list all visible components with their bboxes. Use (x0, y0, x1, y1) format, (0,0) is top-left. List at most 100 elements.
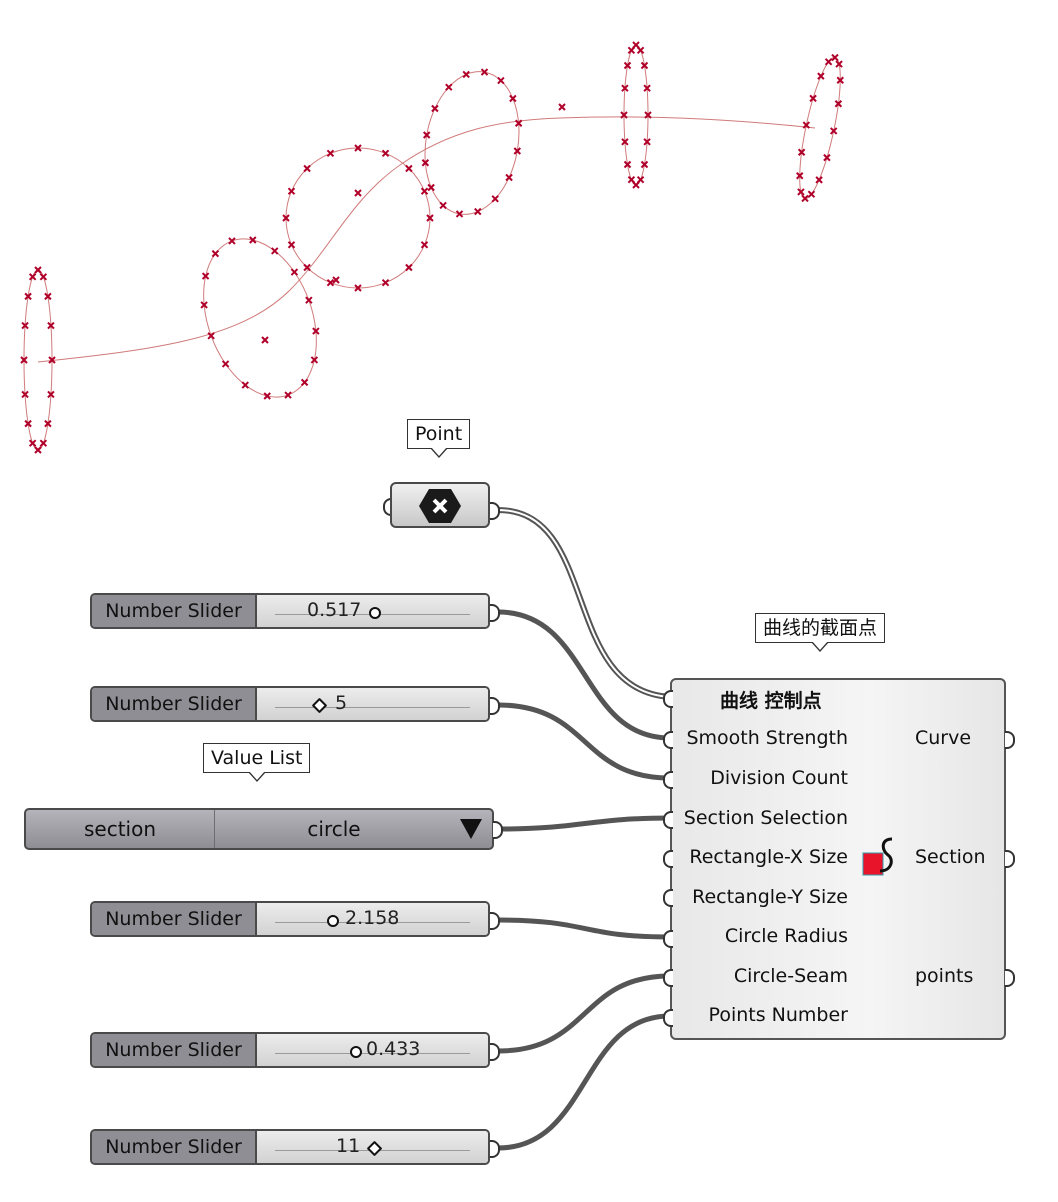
point-marker (431, 104, 439, 113)
point-marker (249, 236, 257, 244)
point-marker (439, 201, 447, 210)
point-marker (815, 176, 823, 184)
number-slider-2[interactable]: Number Slider 5 (90, 686, 490, 722)
point-marker (426, 214, 434, 222)
component-output-grip[interactable] (1005, 731, 1015, 749)
point-marker (462, 70, 470, 79)
slider-track[interactable]: 11 (257, 1131, 488, 1163)
slider-value: 0.517 (307, 599, 362, 621)
slider-knob[interactable] (369, 607, 381, 619)
point-marker (405, 263, 413, 272)
output-curve[interactable]: Curve (915, 727, 972, 749)
slider-output-grip[interactable] (490, 697, 500, 715)
point-marker (24, 292, 32, 301)
component-input-grip[interactable] (663, 1009, 673, 1027)
component-input-grip[interactable] (663, 811, 673, 829)
input-rectangle-y-size[interactable]: Rectangle-Y Size (692, 886, 848, 908)
number-slider-5[interactable]: Number Slider 11 (90, 1129, 490, 1165)
input-rectangle-x-size[interactable]: Rectangle-X Size (689, 846, 848, 868)
point-marker (636, 46, 645, 55)
slider-knob[interactable] (366, 1140, 383, 1157)
point-marker (287, 187, 296, 195)
point-marker (21, 390, 29, 399)
cluster-component[interactable]: 曲线 控制点 Smooth Strength Division Count Se… (670, 678, 1006, 1040)
point-marker (47, 390, 55, 399)
point-marker (381, 278, 390, 287)
point-marker (801, 194, 809, 203)
point-marker (620, 111, 628, 119)
component-input-grip[interactable] (663, 930, 673, 948)
point-marker (47, 321, 55, 330)
point-marker (34, 266, 42, 274)
component-output-grip[interactable] (1005, 850, 1015, 868)
component-input-grip[interactable] (663, 850, 673, 868)
point-output-grip[interactable] (490, 502, 500, 520)
component-input-grip[interactable] (663, 771, 673, 789)
section-ellipse (203, 238, 317, 398)
slider-value: 2.158 (345, 907, 400, 929)
dropdown-arrow-icon[interactable] (460, 819, 482, 839)
component-input-grip[interactable] (663, 889, 673, 907)
slider-output-grip[interactable] (490, 1043, 500, 1061)
number-slider-3[interactable]: Number Slider 2.158 (90, 901, 490, 937)
point-marker (817, 72, 825, 80)
slider-track[interactable]: 5 (257, 688, 488, 720)
wire-slider-3 (497, 917, 671, 940)
point-marker (312, 327, 320, 335)
viewport-preview (20, 41, 844, 454)
input-section-selection[interactable]: Section Selection (683, 807, 848, 829)
point-marker (241, 381, 249, 389)
component-output-grip[interactable] (1005, 969, 1015, 987)
slider-knob[interactable] (350, 1046, 362, 1058)
point-marker (290, 268, 299, 276)
slider-track[interactable]: 0.517 (257, 595, 488, 627)
slider-output-grip[interactable] (490, 912, 500, 930)
point-marker (20, 356, 28, 364)
point-marker (305, 296, 313, 304)
component-input-grip[interactable] (663, 690, 673, 708)
slider-output-grip[interactable] (490, 604, 500, 622)
section-points (20, 41, 844, 454)
slider-track[interactable]: 0.433 (257, 1034, 488, 1066)
value-list-tag-label: Value List (211, 747, 303, 769)
value-list-selected[interactable]: circle (307, 817, 361, 841)
slider-knob[interactable] (311, 697, 328, 714)
point-marker (420, 187, 429, 195)
value-list-output-grip[interactable] (493, 821, 503, 839)
input-curve-control-points[interactable]: 曲线 控制点 (720, 690, 822, 712)
wire-slider-4 (497, 973, 671, 1054)
input-circle-seam[interactable]: Circle-Seam (733, 965, 848, 987)
point-marker (200, 301, 208, 309)
input-smooth-strength[interactable]: Smooth Strength (686, 727, 848, 749)
input-division-count[interactable]: Division Count (710, 767, 848, 789)
point-marker (39, 439, 48, 447)
value-list-name: section (26, 810, 215, 848)
point-input-grip[interactable] (383, 498, 393, 516)
value-list[interactable]: section circle (24, 808, 494, 850)
point-marker (809, 94, 817, 103)
slider-track[interactable]: 2.158 (257, 903, 488, 935)
point-marker (797, 148, 806, 156)
point-marker (505, 173, 513, 182)
input-circle-radius[interactable]: Circle Radius (724, 925, 848, 947)
output-section[interactable]: Section (915, 846, 986, 868)
point-marker (445, 83, 453, 91)
point-marker (831, 53, 839, 62)
number-slider-4[interactable]: Number Slider 0.433 (90, 1032, 490, 1068)
point-marker (303, 164, 311, 173)
slider-knob[interactable] (327, 915, 339, 927)
point-param-node[interactable] (390, 482, 490, 528)
input-points-number[interactable]: Points Number (708, 1004, 848, 1026)
point-marker (834, 100, 843, 108)
point-marker (422, 131, 431, 139)
slider-label: Number Slider (92, 595, 257, 627)
value-list-tag: Value List (203, 743, 311, 782)
component-input-grip[interactable] (663, 969, 673, 987)
number-slider-1[interactable]: Number Slider 0.517 (90, 593, 490, 629)
point-marker (28, 439, 37, 447)
control-point-marker (332, 276, 340, 284)
wire-point (497, 507, 671, 700)
output-points[interactable]: points (915, 965, 974, 987)
slider-output-grip[interactable] (490, 1140, 500, 1158)
component-input-grip[interactable] (663, 731, 673, 749)
